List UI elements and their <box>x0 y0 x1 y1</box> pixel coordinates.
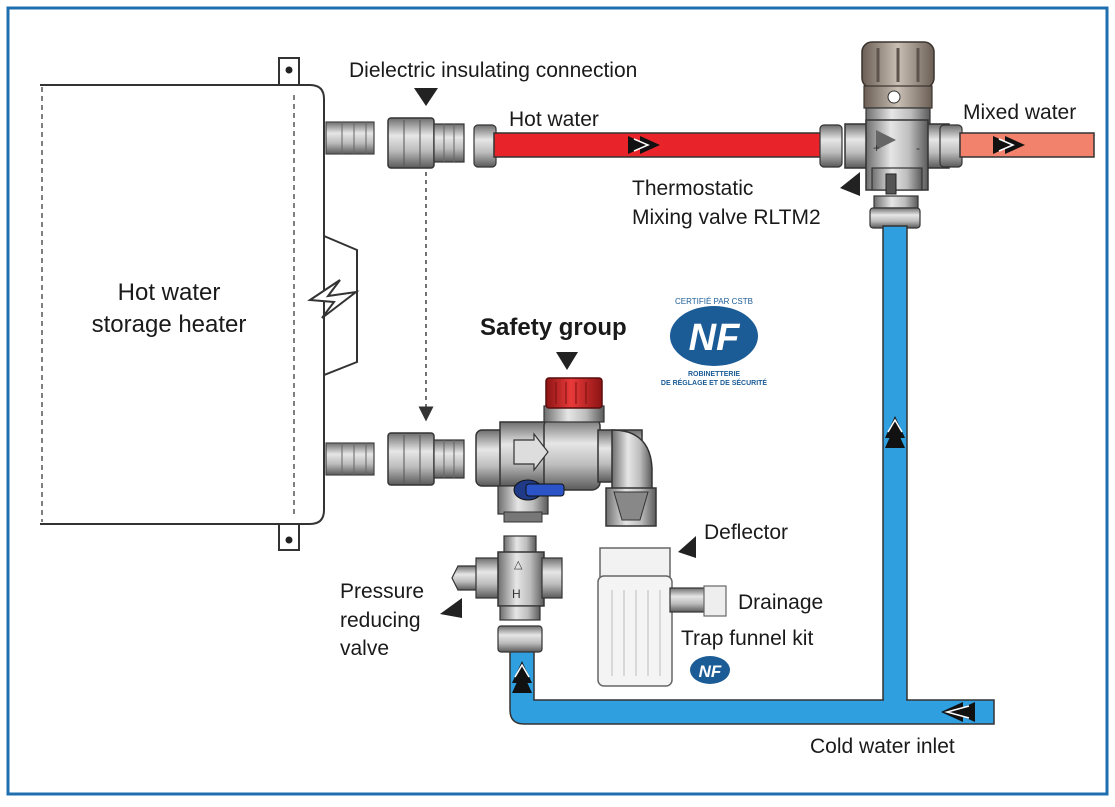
safety-group-valve <box>475 377 657 527</box>
thermostatic-pointer <box>840 172 860 196</box>
lightning-icon <box>307 279 360 319</box>
nf-arc-text: CERTIFIÉ PAR CSTB <box>675 297 753 306</box>
dielectric-label: Dielectric insulating connection <box>349 59 638 82</box>
safety-group-label: Safety group <box>480 314 627 341</box>
mixed-water-label: Mixed water <box>963 101 1077 124</box>
svg-text:-: - <box>916 141 920 155</box>
svg-text:H: H <box>512 587 521 601</box>
heater-cold-inlet <box>325 442 375 476</box>
thermostatic-mixing-valve: + - <box>844 41 963 229</box>
hot-water-pipe <box>473 124 843 168</box>
flow-direction-icon <box>885 416 905 448</box>
thermostatic-label-line2: Mixing valve RLTM2 <box>632 206 821 229</box>
pressure-reducing-valve: △ H <box>451 535 563 653</box>
drainage-label: Drainage <box>738 591 824 614</box>
nf-certification-logo: NF CERTIFIÉ PAR CSTB ROBINETTERIE DE RÉG… <box>661 297 768 387</box>
mixed-water-pipe <box>959 132 1095 158</box>
deflector-pointer <box>678 536 696 558</box>
hot-water-storage-heater <box>40 57 360 551</box>
safety-group-pointer <box>556 352 578 370</box>
pressure-valve-label-line3: valve <box>340 637 390 660</box>
dielectric-pointer <box>414 88 438 106</box>
deflector-label: Deflector <box>704 521 789 544</box>
flow-direction-icon <box>941 702 975 722</box>
heater-hot-outlet <box>325 121 375 155</box>
svg-text:+: + <box>873 141 880 155</box>
dielectric-connection-lower <box>387 432 465 486</box>
pressure-valve-pointer <box>440 598 462 618</box>
flow-direction-icon <box>512 661 532 693</box>
hot-water-label: Hot water <box>509 108 599 131</box>
cold-water-inlet-label: Cold water inlet <box>810 735 955 758</box>
thermostatic-label-line1: Thermostatic <box>632 177 754 200</box>
dielectric-connection-upper <box>387 117 465 169</box>
pressure-valve-label-line1: Pressure <box>340 580 425 603</box>
pressure-valve-label-line2: reducing <box>340 609 421 632</box>
nf-certification-logo-small: NF <box>690 656 730 684</box>
trap-funnel-kit <box>597 547 727 687</box>
cold-water-pipe <box>509 225 995 725</box>
nf-caption-line2: DE RÉGLAGE ET DE SÉCURITÉ <box>661 378 768 387</box>
heater-title-line2: storage heater <box>92 311 247 338</box>
nf-caption-line1: ROBINETTERIE <box>688 371 740 378</box>
heater-title-line1: Hot water <box>118 279 221 306</box>
trap-funnel-label: Trap funnel kit <box>681 627 814 650</box>
svg-text:△: △ <box>514 559 523 571</box>
flow-direction-icon <box>628 136 660 154</box>
nf-mark-small: NF <box>699 662 722 681</box>
nf-mark: NF <box>689 317 741 359</box>
